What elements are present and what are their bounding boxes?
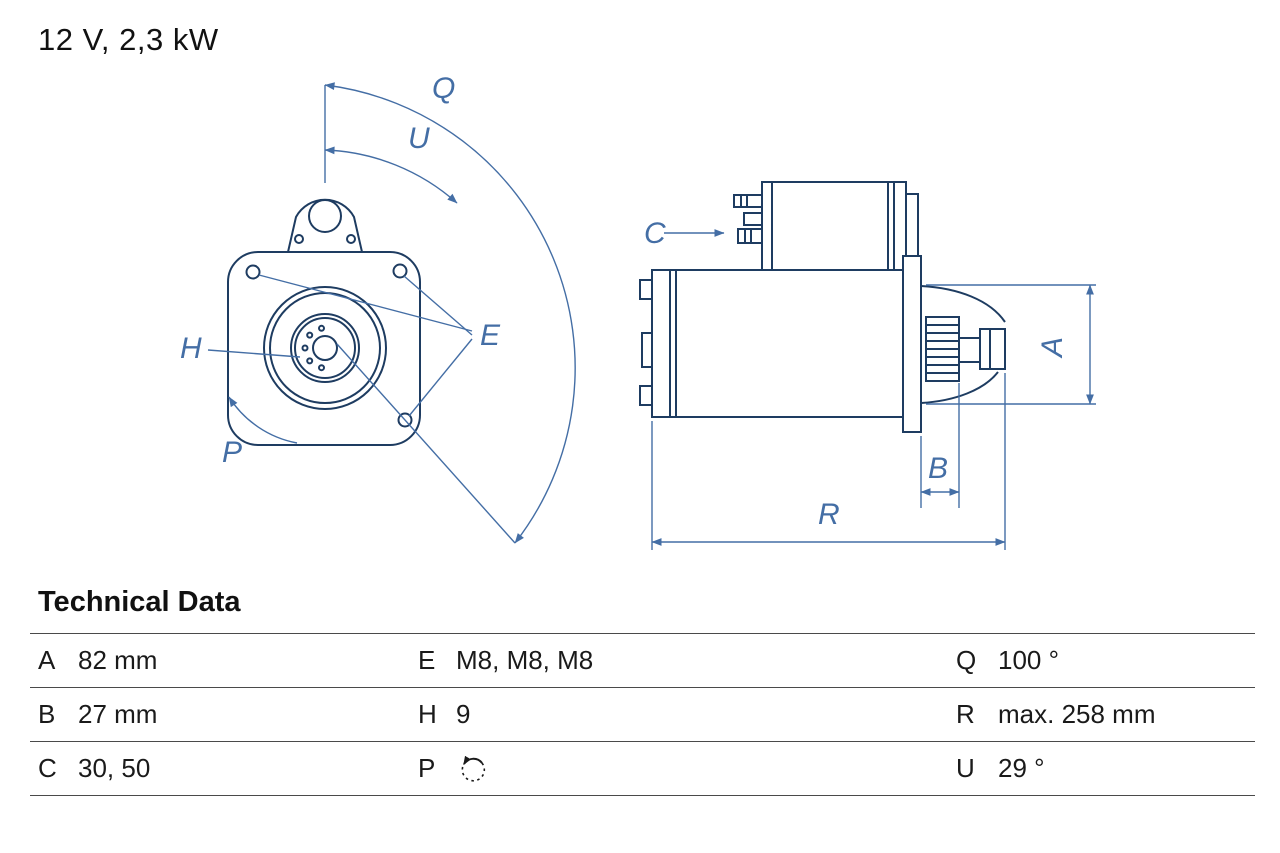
spline-dot	[318, 364, 325, 372]
motor-body	[651, 269, 909, 418]
table-value-q: 100 °	[998, 645, 1060, 675]
label-r: R	[818, 498, 840, 531]
drive-housing-bottom	[920, 371, 999, 404]
solenoid-step	[905, 193, 919, 259]
mounting-flange-side	[902, 255, 922, 433]
spline-dot	[318, 324, 325, 332]
q-angle-leg	[336, 343, 516, 544]
table-row: C 30, 50 P U 29 °	[30, 742, 1255, 796]
voltage-power-title: 12 V, 2,3 kW	[38, 22, 219, 57]
label-h: H	[180, 332, 202, 365]
label-u: U	[408, 122, 430, 155]
dimension-lines	[207, 82, 1096, 550]
e-leader-1	[258, 274, 473, 332]
mounting-ear	[287, 198, 363, 253]
technical-data-heading: Technical Data	[38, 586, 241, 618]
flange-plate	[227, 251, 421, 446]
side-view	[639, 181, 1006, 433]
technical-data-table: A 82 mm E M8, M8, M8 Q 100 ° B 27 mm H 9…	[30, 633, 1255, 796]
table-value-u: 29 °	[998, 753, 1045, 783]
ear-pin-hole-left	[294, 234, 304, 244]
spline-dot	[301, 344, 309, 352]
table-value-b: 27 mm	[78, 699, 158, 729]
p-rotation-arrow	[228, 396, 298, 444]
e-leader-3	[408, 338, 473, 417]
drive-nose	[979, 328, 1006, 370]
table-key-a: A	[38, 645, 56, 675]
table-key-q: Q	[956, 645, 977, 675]
terminal-stud-2	[743, 212, 763, 226]
table-value-e: M8, M8, M8	[456, 645, 594, 675]
label-e: E	[480, 319, 501, 352]
table-key-b: B	[38, 699, 56, 729]
table-value-c: 30, 50	[78, 753, 151, 783]
rotation-ccw-icon	[461, 755, 486, 782]
label-a: A	[1036, 337, 1069, 359]
table-key-h: H	[418, 699, 437, 729]
dimension-labels: Q U E H P C A B R	[180, 72, 1069, 531]
table-key-c: C	[38, 753, 57, 783]
left-tab-bottom	[639, 385, 653, 406]
table-key-e: E	[418, 645, 436, 675]
starter-motor-technical-drawing: Q U E H P C A B R	[180, 72, 1096, 550]
label-b: B	[928, 452, 948, 485]
left-tab-top	[639, 279, 653, 300]
q-angle-arc	[324, 82, 576, 544]
table-key-p: P	[418, 753, 436, 783]
drive-housing-top	[920, 285, 1006, 323]
table-key-u: U	[956, 753, 975, 783]
table-key-r: R	[956, 699, 975, 729]
pinion-shaft	[958, 337, 981, 363]
table-value-h: 9	[456, 699, 471, 729]
table-value-r: max. 258 mm	[998, 699, 1156, 729]
spline-dot	[306, 357, 314, 365]
label-c: C	[644, 217, 666, 250]
left-terminal-block	[641, 332, 653, 368]
table-row: B 27 mm H 9 R max. 258 mm	[30, 688, 1255, 742]
table-row: A 82 mm E M8, M8, M8 Q 100 °	[30, 634, 1255, 688]
e-leader-2	[403, 275, 473, 336]
u-angle-arc	[324, 146, 458, 204]
label-q: Q	[432, 72, 455, 105]
mounting-hole-top-left	[245, 264, 261, 280]
h-leader	[207, 349, 301, 358]
table-value-p	[448, 754, 948, 784]
table-value-a: 82 mm	[78, 645, 158, 675]
solenoid	[761, 181, 907, 271]
front-view	[227, 198, 421, 446]
spline-dot	[306, 331, 314, 339]
label-p: P	[222, 436, 242, 469]
